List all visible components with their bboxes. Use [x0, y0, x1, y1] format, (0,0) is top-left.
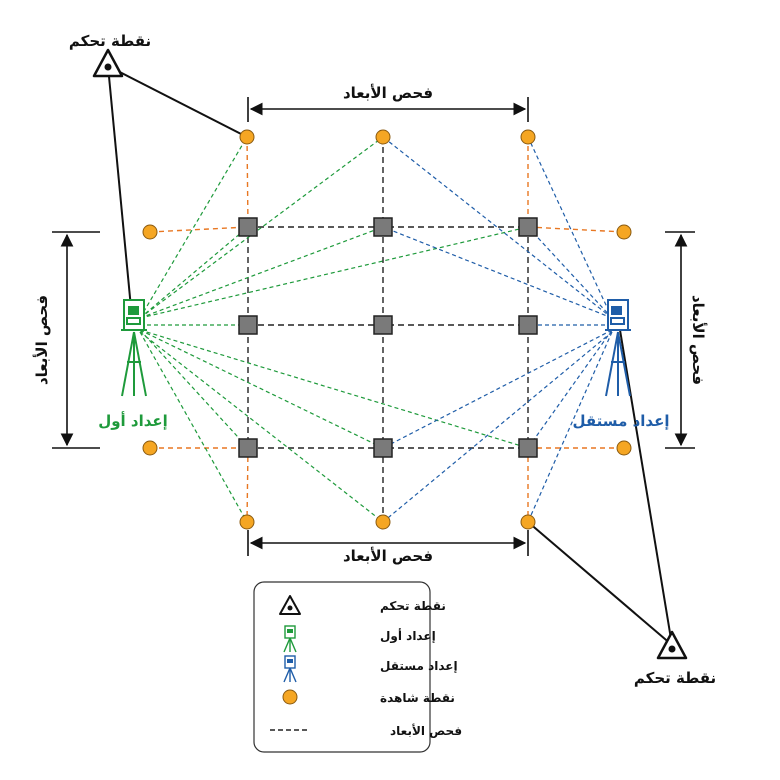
legend-item-dimension-check: فحص الأبعاد — [270, 723, 462, 738]
legend-box — [253, 581, 431, 753]
sight-line — [139, 226, 529, 319]
legend-label: نقطة شاهدة — [380, 691, 455, 705]
grid-points — [238, 217, 538, 458]
first-setup-sight-lines — [139, 136, 529, 523]
control-line-top-to-first-setup — [107, 65, 132, 309]
grid-point — [238, 438, 258, 458]
witness-line — [527, 226, 625, 233]
control-lines — [107, 65, 673, 646]
witness-point-icon — [282, 689, 298, 705]
sight-line — [139, 329, 249, 449]
first-setup-instrument-icon — [121, 299, 147, 397]
sight-line — [527, 329, 613, 449]
sight-line — [139, 136, 248, 319]
legend: نقطة تحكم إعداد أول إعداد مستقل — [253, 581, 462, 753]
sight-line — [139, 226, 384, 319]
sight-line — [382, 331, 613, 523]
witness-line — [149, 226, 249, 233]
dimension-check-label-right: فحص الأبعاد — [689, 295, 707, 385]
legend-item-first-setup: إعداد أول — [283, 625, 436, 653]
witness-point — [142, 440, 158, 456]
witness-point — [520, 129, 536, 145]
sight-line — [382, 329, 613, 449]
witness-point — [239, 129, 255, 145]
grid-point — [518, 438, 538, 458]
witness-lines — [149, 136, 625, 523]
first-setup-label: إعداد أول — [98, 411, 168, 430]
legend-item-control-point: نقطة تحكم — [279, 595, 446, 615]
sight-line — [139, 329, 384, 449]
witness-point — [142, 224, 158, 240]
control-line-top-to-witness — [107, 65, 248, 138]
dimension-check-label-bottom: فحص الأبعاد — [343, 547, 433, 565]
legend-item-independent-setup: إعداد مستقل — [283, 655, 458, 683]
sight-line — [527, 226, 613, 319]
legend-label: نقطة تحكم — [380, 599, 446, 613]
independent-setup-instrument-icon — [283, 655, 297, 683]
grid-point — [518, 315, 538, 335]
legend-label: فحص الأبعاد — [390, 723, 462, 738]
witness-point — [616, 224, 632, 240]
grid-point — [238, 217, 258, 237]
witness-line — [246, 447, 249, 523]
sight-line — [382, 226, 613, 319]
witness-points — [142, 129, 632, 530]
sight-line — [527, 136, 613, 319]
dimension-check-label-left: فحص الأبعاد — [33, 295, 51, 385]
control-point-icon — [92, 48, 124, 78]
control-line-bottom-to-independent-setup — [619, 329, 673, 646]
sight-line — [139, 226, 249, 319]
grid-point — [518, 217, 538, 237]
legend-label: إعداد مستقل — [380, 659, 458, 673]
grid-point — [373, 438, 393, 458]
witness-point — [520, 514, 536, 530]
control-point-icon — [279, 595, 301, 615]
witness-point — [375, 129, 391, 145]
sight-line — [139, 136, 384, 319]
legend-label: إعداد أول — [380, 628, 436, 644]
dimension-check-label-top: فحص الأبعاد — [343, 84, 433, 102]
witness-point — [239, 514, 255, 530]
witness-point — [616, 440, 632, 456]
first-setup-instrument-icon — [283, 625, 297, 653]
witness-line — [246, 136, 249, 228]
control-line-bottom-to-witness — [527, 521, 673, 646]
control-point-label-top: نقطة تحكم — [69, 32, 151, 50]
control-point-label-bottom: نقطة تحكم — [634, 669, 716, 687]
control-point-icon — [656, 630, 688, 660]
grid-point — [373, 217, 393, 237]
independent-setup-label: إعداد مستقل — [573, 412, 670, 430]
sight-line — [382, 136, 613, 319]
sight-line — [139, 331, 384, 523]
witness-point — [375, 514, 391, 530]
sight-line — [139, 331, 248, 523]
dimension-arrows — [52, 97, 695, 556]
grid-point — [238, 315, 258, 335]
sight-line — [139, 329, 529, 449]
independent-setup-sight-lines — [382, 136, 613, 523]
independent-setup-instrument-icon — [605, 299, 631, 397]
legend-item-witness-point: نقطة شاهدة — [282, 689, 455, 705]
grid-point — [373, 315, 393, 335]
